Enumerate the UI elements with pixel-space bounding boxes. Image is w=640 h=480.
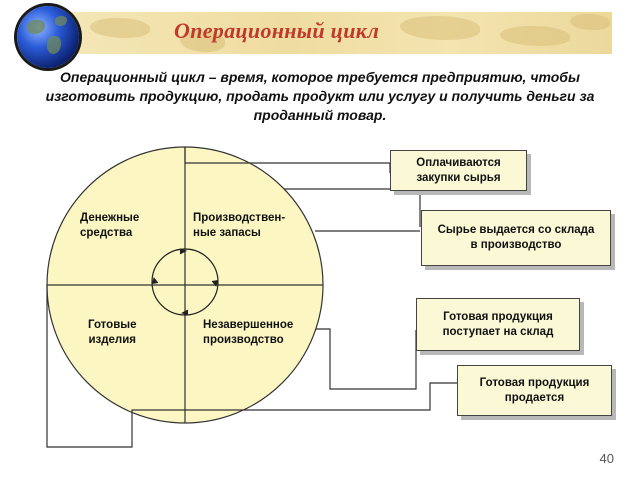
quadrant-label-finished-goods: Готовые изделия (88, 319, 137, 346)
page-title: Операционный цикл (174, 18, 380, 43)
stage-box-to-warehouse: Готовая продукция поступает на склад (416, 298, 580, 351)
cycle-arrow-icon (180, 309, 189, 316)
page-number: 40 (599, 451, 614, 466)
globe-icon (17, 6, 79, 68)
map-decoration (500, 26, 570, 46)
cycle-arrow-icon (151, 277, 159, 285)
connector-to-warehouse (316, 328, 417, 390)
quadrant-label-cash: Денежные средства (80, 212, 140, 239)
map-decoration (90, 18, 150, 38)
quadrant-label-inventory: Производствен- ные запасы (193, 212, 286, 239)
inner-cycle-circle (151, 248, 219, 316)
cycle-arrow-icon (179, 248, 188, 255)
cycle-arrow-icon (211, 279, 219, 287)
quadrant-label-wip: Незавершенное производство (203, 319, 294, 346)
stage-box-sold: Готовая продукция продается (457, 365, 612, 416)
header-banner (70, 12, 612, 54)
connector-sold (46, 285, 457, 448)
map-decoration (180, 30, 225, 52)
definition-text: Операционный цикл – время, которое требу… (45, 69, 595, 123)
stage-box-raw-to-production: Сырье выдается со склада в производство (421, 210, 611, 266)
map-decoration (400, 16, 480, 40)
stage-box-pay-purchases: Оплачиваются закупки сырья (390, 150, 527, 191)
map-decoration (570, 14, 610, 30)
